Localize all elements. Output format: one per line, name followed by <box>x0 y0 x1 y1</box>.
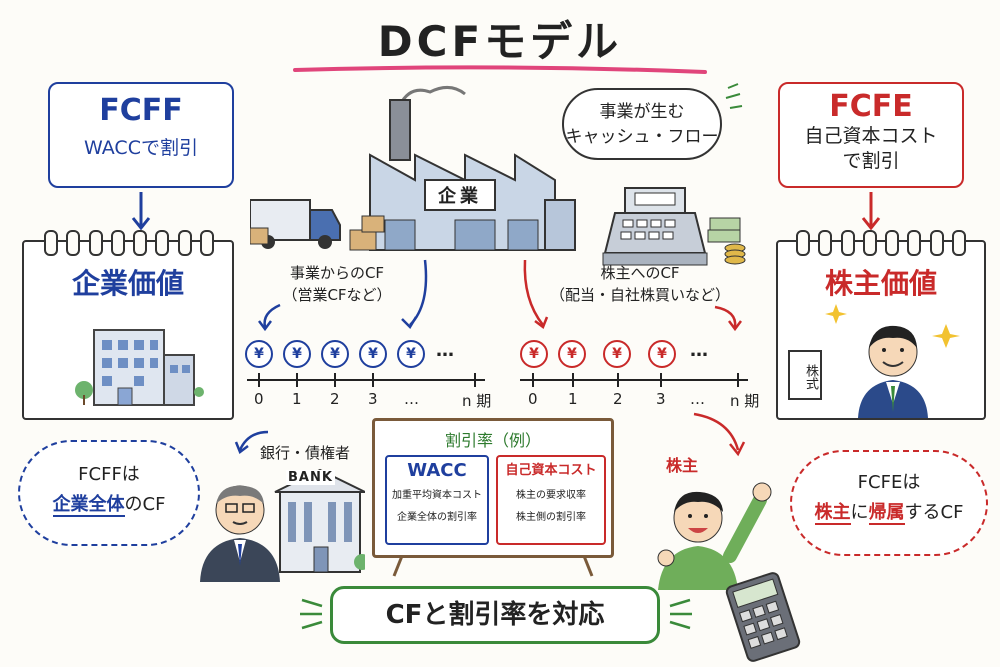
left-flow-line-2: （営業CFなど） <box>282 286 392 304</box>
left-coins-ellipsis: … <box>436 340 454 361</box>
left-tick-n: n 期 <box>462 392 492 410</box>
title-underline <box>293 65 707 74</box>
page-title: DCFモデル <box>377 17 623 66</box>
right-flow-line-2: （配当・自社株買いなど） <box>549 286 730 304</box>
left-coin-3: ¥ <box>321 340 349 368</box>
board-wacc-line-1: 加重平均資本コスト <box>392 490 482 501</box>
banner-emphasis-right-icon <box>669 598 692 630</box>
board-equity-line-1: 株主の要求収率 <box>516 490 586 501</box>
left-tick-1: 1 <box>292 390 302 408</box>
banner-emphasis-left-icon <box>300 598 323 630</box>
left-tick-2: 2 <box>330 390 340 408</box>
fcfe-note-emphasis-2: 帰属 <box>868 502 905 525</box>
left-tick-3: 3 <box>368 390 378 408</box>
fcff-box: FCFF WACCで割引 <box>48 82 234 188</box>
right-flow-arrows <box>523 259 742 332</box>
right-flow-label: 株主へのCF （配当・自社株買いなど） <box>540 262 740 306</box>
speech-line-1: 事業が生む <box>599 102 685 122</box>
left-timeline-axis <box>247 373 485 387</box>
calendar-rings-right <box>796 230 966 256</box>
fcfe-box: FCFE 自己資本コスト で割引 <box>778 82 964 188</box>
fcfe-down-arrow <box>861 192 881 231</box>
fcfe-note-suffix: するCF <box>904 502 964 523</box>
left-tick-ellipsis: … <box>404 390 419 408</box>
fcff-note-cloud: FCFFは 企業全体のCF <box>18 440 200 546</box>
left-flow-label: 事業からのCF （営業CFなど） <box>262 262 412 306</box>
office-building-icon <box>75 329 204 406</box>
board-wacc-title: WACC <box>407 460 467 481</box>
right-coins-ellipsis: … <box>690 340 708 361</box>
right-coin-4: ¥ <box>648 340 676 368</box>
board-title: 割引率（例） <box>444 431 541 450</box>
banker-and-bank-icon <box>200 468 365 582</box>
fcfe-title: FCFE <box>829 89 913 124</box>
left-coin-4: ¥ <box>359 340 387 368</box>
factory-icon <box>250 86 576 251</box>
bottom-banner: CFと割引率を対応 <box>330 586 660 644</box>
fcff-note-emphasis: 企業全体 <box>52 494 125 517</box>
fcfe-note-line-1: FCFEは <box>857 472 921 493</box>
enterprise-value-calendar: 企業価値 <box>22 240 234 420</box>
creditor-arrow <box>234 430 269 454</box>
right-tick-0: 0 <box>528 390 538 408</box>
discount-rate-board: 割引率（例） WACC 加重平均資本コスト 企業全体の割引率 自己資本コスト 株… <box>372 418 614 558</box>
board-equity-line-2: 株主側の割引率 <box>516 512 586 523</box>
right-coin-1: ¥ <box>520 340 548 368</box>
right-timeline-axis <box>520 373 748 387</box>
fcff-note-suffix: のCF <box>124 494 166 515</box>
left-coin-1: ¥ <box>245 340 273 368</box>
fcff-note-line-1: FCFFは <box>78 464 140 485</box>
shareholder-person-icon <box>825 304 960 418</box>
right-tick-n: n 期 <box>730 392 760 410</box>
left-flow-line-1: 事業からのCF <box>289 264 385 282</box>
left-coin-5: ¥ <box>397 340 425 368</box>
emphasis-marks-icon <box>725 83 743 109</box>
board-wacc-line-2: 企業全体の割引率 <box>397 512 477 523</box>
shareholder-value-calendar: 株主価値 株式 <box>776 240 986 420</box>
board-equity-title: 自己資本コスト <box>505 463 597 478</box>
right-flow-line-1: 株主へのCF <box>600 264 680 282</box>
right-tick-2: 2 <box>613 390 623 408</box>
calendar-rings-left <box>44 230 214 256</box>
right-tick-1: 1 <box>568 390 578 408</box>
fcfe-note-particle: に <box>850 502 869 523</box>
left-tick-0: 0 <box>254 390 264 408</box>
shareholder-value-label: 株主価値 <box>824 267 937 300</box>
fcff-title: FCFF <box>99 93 183 128</box>
fcff-subtitle: WACCで割引 <box>84 137 198 159</box>
right-coin-2: ¥ <box>558 340 586 368</box>
right-tick-ellipsis: … <box>690 390 705 408</box>
cash-register-icon <box>602 187 746 266</box>
fcff-down-arrow <box>131 192 151 231</box>
right-tick-3: 3 <box>656 390 666 408</box>
shareholder-label: 株主 <box>666 456 699 475</box>
left-coin-2: ¥ <box>283 340 311 368</box>
board-equity-box: 自己資本コスト 株主の要求収率 株主側の割引率 <box>496 455 606 545</box>
board-wacc-box: WACC 加重平均資本コスト 企業全体の割引率 <box>385 455 489 545</box>
shareholder-arrow <box>693 412 746 457</box>
cashflow-speech-bubble: 事業が生む キャッシュ・フロー <box>562 88 722 160</box>
enterprise-value-label: 企業価値 <box>71 267 184 300</box>
fcfe-note-cloud: FCFEは 株主に帰属するCF <box>790 450 988 556</box>
factory-sign: 企業 <box>438 186 482 207</box>
calculator-icon <box>725 572 801 662</box>
fcfe-subtitle-2: で割引 <box>842 150 900 172</box>
cheering-shareholder-icon <box>657 482 772 590</box>
bank-sign: BANK <box>286 470 335 485</box>
stock-certificate: 株式 <box>788 350 822 400</box>
left-flow-arrows <box>258 259 428 332</box>
fcfe-note-emphasis-1: 株主 <box>814 502 851 525</box>
creditor-label: 銀行・債権者 <box>260 444 351 462</box>
speech-line-2: キャッシュ・フロー <box>565 127 719 147</box>
right-coin-3: ¥ <box>603 340 631 368</box>
board-stand <box>392 556 594 577</box>
fcfe-subtitle-1: 自己資本コスト <box>804 125 938 147</box>
